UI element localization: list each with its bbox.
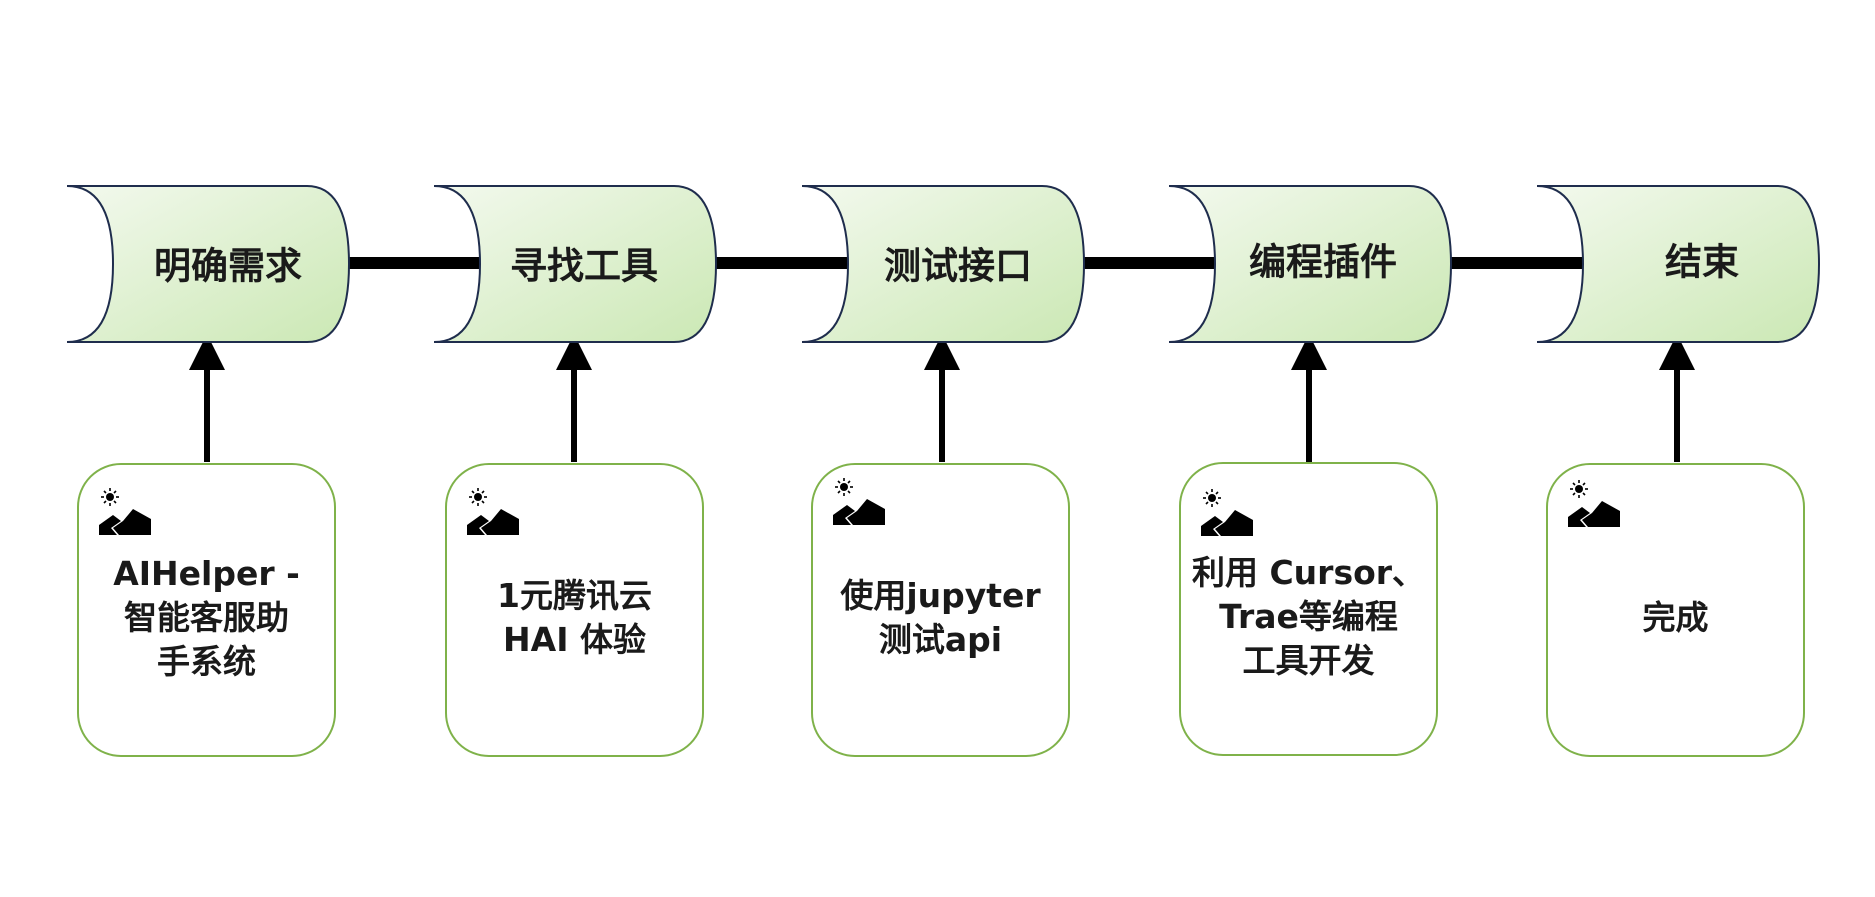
card-2-text: 1元腾讯云 HAI 体验 [497, 576, 652, 659]
stage-5: 结束 [1536, 185, 1821, 343]
image-placeholder-icon [1568, 480, 1620, 527]
card-5-text: 完成 [1642, 598, 1709, 637]
stage-1-label: 明确需求 [154, 245, 302, 288]
card-3: 使用jupyter 测试api [811, 463, 1070, 757]
stage-1: 明确需求 [66, 185, 351, 343]
card-4: 利用 Cursor、 Trae等编程 工具开发 [1179, 462, 1438, 756]
card-arrows [189, 334, 1695, 462]
card-1-text: AIHelper - 智能客服助 手系统 [113, 554, 300, 681]
stage-2-shape [433, 185, 718, 343]
image-placeholder-icon [1201, 489, 1253, 536]
stage-2: 寻找工具 [433, 185, 718, 343]
stage-5-label: 结束 [1665, 241, 1739, 284]
image-placeholder-icon [833, 478, 885, 525]
stage-1-shape [66, 185, 351, 343]
stage-2-label: 寻找工具 [510, 245, 658, 288]
stage-4: 编程插件 [1168, 185, 1453, 343]
stage-3-label: 测试接口 [884, 245, 1032, 288]
card-4-text: 利用 Cursor、 Trae等编程 工具开发 [1191, 553, 1426, 680]
connector-2-3 [715, 257, 850, 269]
stage-connectors [347, 257, 1585, 269]
stage-3-shape [801, 185, 1086, 343]
card-1: AIHelper - 智能客服助 手系统 [77, 463, 336, 757]
stage-4-label: 编程插件 [1249, 241, 1397, 284]
connector-1-2 [347, 257, 482, 269]
image-placeholder-icon [467, 488, 519, 535]
card-5: 完成 [1546, 463, 1805, 757]
stage-3: 测试接口 [801, 185, 1086, 343]
card-3-text: 使用jupyter 测试api [840, 576, 1041, 659]
stage-5-shape [1536, 185, 1821, 343]
connector-4-5 [1450, 257, 1585, 269]
stage-4-shape [1168, 185, 1453, 343]
connector-3-4 [1082, 257, 1217, 269]
image-placeholder-icon [99, 488, 151, 535]
card-2: 1元腾讯云 HAI 体验 [445, 463, 704, 757]
